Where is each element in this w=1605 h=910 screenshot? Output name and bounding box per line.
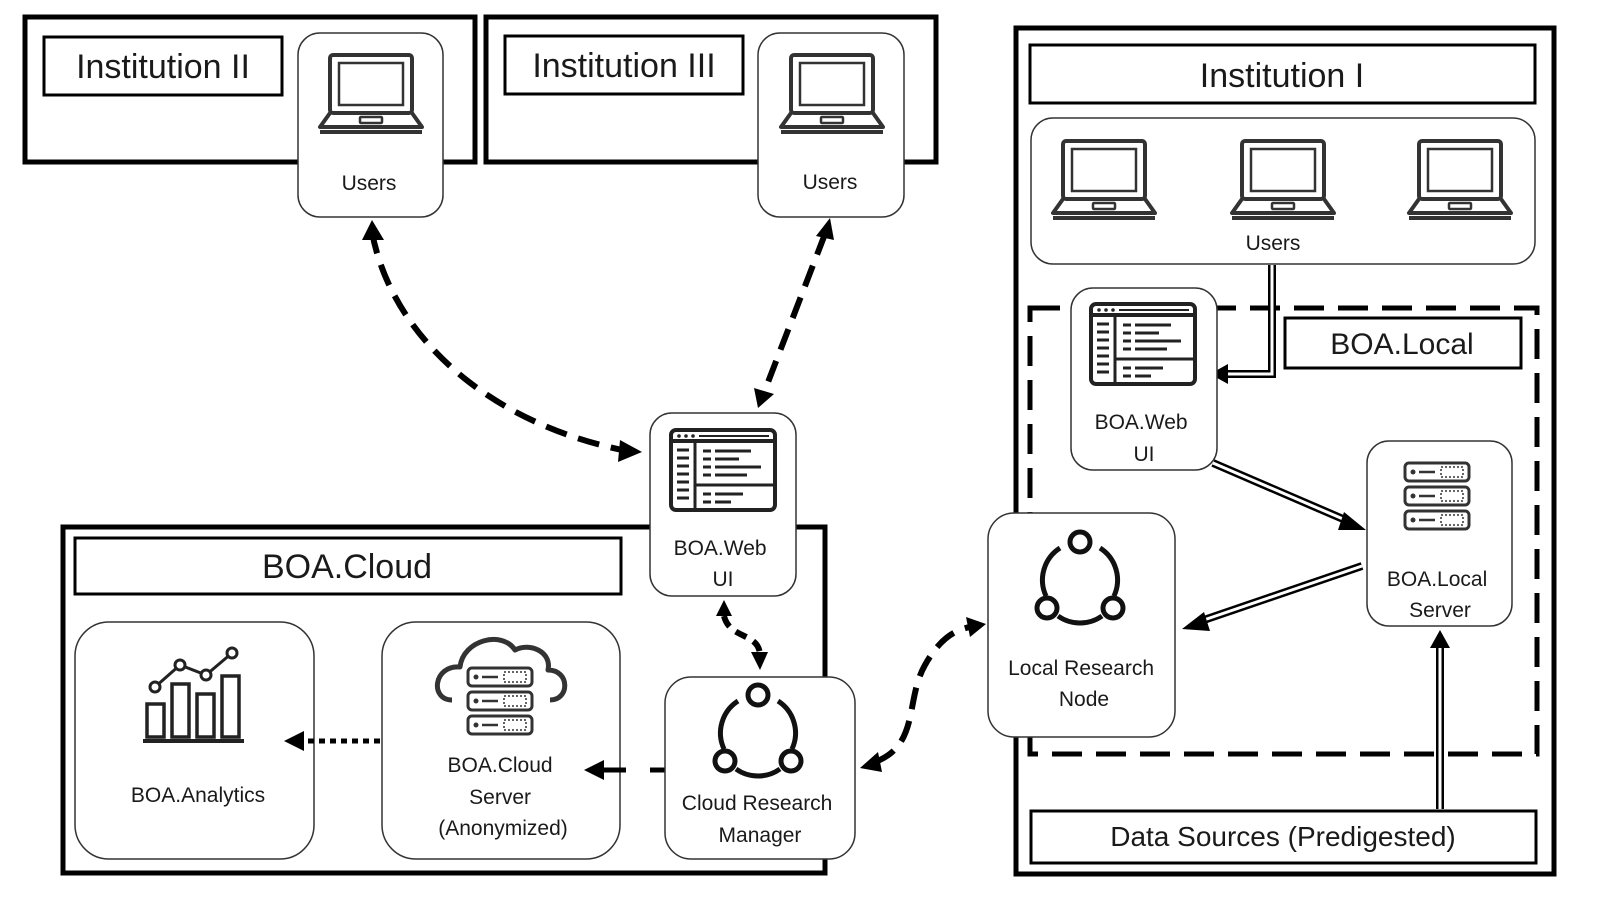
boa-cloud-title: BOA.Cloud [262,548,432,586]
local-web-ui-label: BOA.Web UI [1095,411,1194,466]
boa-local-title: BOA.Local [1330,328,1473,361]
local-research-node-label: Local Research Node [1008,657,1160,711]
data-sources-label: Data Sources (Predigested) [1110,821,1456,852]
institution-iii-title: Institution III [532,47,715,85]
institution-iii-box [483,14,939,165]
analytics-label: BOA.Analytics [131,784,265,807]
local-server-label: BOA.Local Server [1387,568,1493,622]
institution-i-box [1013,25,1557,877]
boa-local-title-box [1283,316,1523,370]
boa-cloud-title-box [73,536,623,596]
institution-i-title-box [1028,43,1537,105]
institution-ii-title: Institution II [76,48,250,86]
cloud-server-label: BOA.Cloud Server (Anonymized) [438,754,568,840]
institution-iii-users-label: Users [803,171,858,194]
institution-i-title: Institution I [1200,57,1364,95]
data-sources-box [1029,809,1538,865]
institution-iii-title-box [503,34,745,96]
cloud-research-manager-label: Cloud Research Manager [682,792,838,847]
institution-i-users-label: Users [1246,232,1301,255]
cloud-research-manager-node [664,676,856,860]
institution-ii-users-label: Users [342,172,397,195]
local-server-node [1366,440,1513,627]
institution-ii-title-box [42,35,284,97]
cloud-server-node [381,621,621,860]
central-web-ui-label: BOA.Web UI [674,537,773,591]
cloud-server-icon [435,637,568,736]
institution-ii-box [22,14,478,165]
bar-chart-icon [143,646,244,743]
